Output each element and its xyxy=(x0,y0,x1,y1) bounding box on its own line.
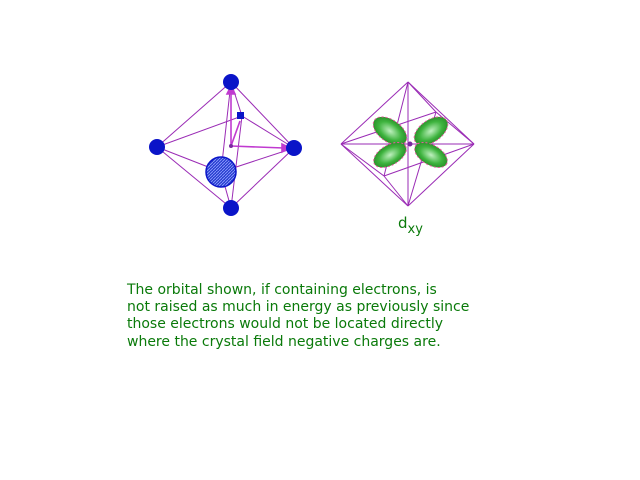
ligand-top xyxy=(223,74,239,90)
ligand-bottom xyxy=(223,200,239,216)
lobe-upper-right xyxy=(413,116,449,146)
octahedron-orbital-model xyxy=(340,81,475,207)
octahedron-edges xyxy=(156,81,295,209)
explanation-caption: The orbital shown, if containing electro… xyxy=(127,282,567,351)
caption-line: those electrons would not be located dir… xyxy=(127,316,444,333)
ligand-left xyxy=(149,139,165,155)
axis-arrows xyxy=(225,84,292,154)
orbital-nucleus xyxy=(407,141,413,147)
caption-line: not raised as much in energy as previous… xyxy=(127,299,470,316)
orbital-label: dxy xyxy=(398,214,423,237)
caption-line: The orbital shown, if containing electro… xyxy=(127,282,437,298)
axis-marker-small xyxy=(237,112,244,119)
octahedron-ligand-model xyxy=(149,74,302,216)
orbital-label-main: d xyxy=(398,214,408,232)
ligand-front xyxy=(205,156,237,188)
metal-center-point xyxy=(229,144,233,148)
orbital-label-subscript: xy xyxy=(407,222,423,237)
lobe-lower-right xyxy=(414,142,448,168)
lobe-lower-left xyxy=(373,142,407,168)
caption-line: where the crystal field negative charges… xyxy=(127,333,441,350)
dxy-orbital-lobes xyxy=(372,116,449,168)
ligand-right xyxy=(286,140,302,156)
